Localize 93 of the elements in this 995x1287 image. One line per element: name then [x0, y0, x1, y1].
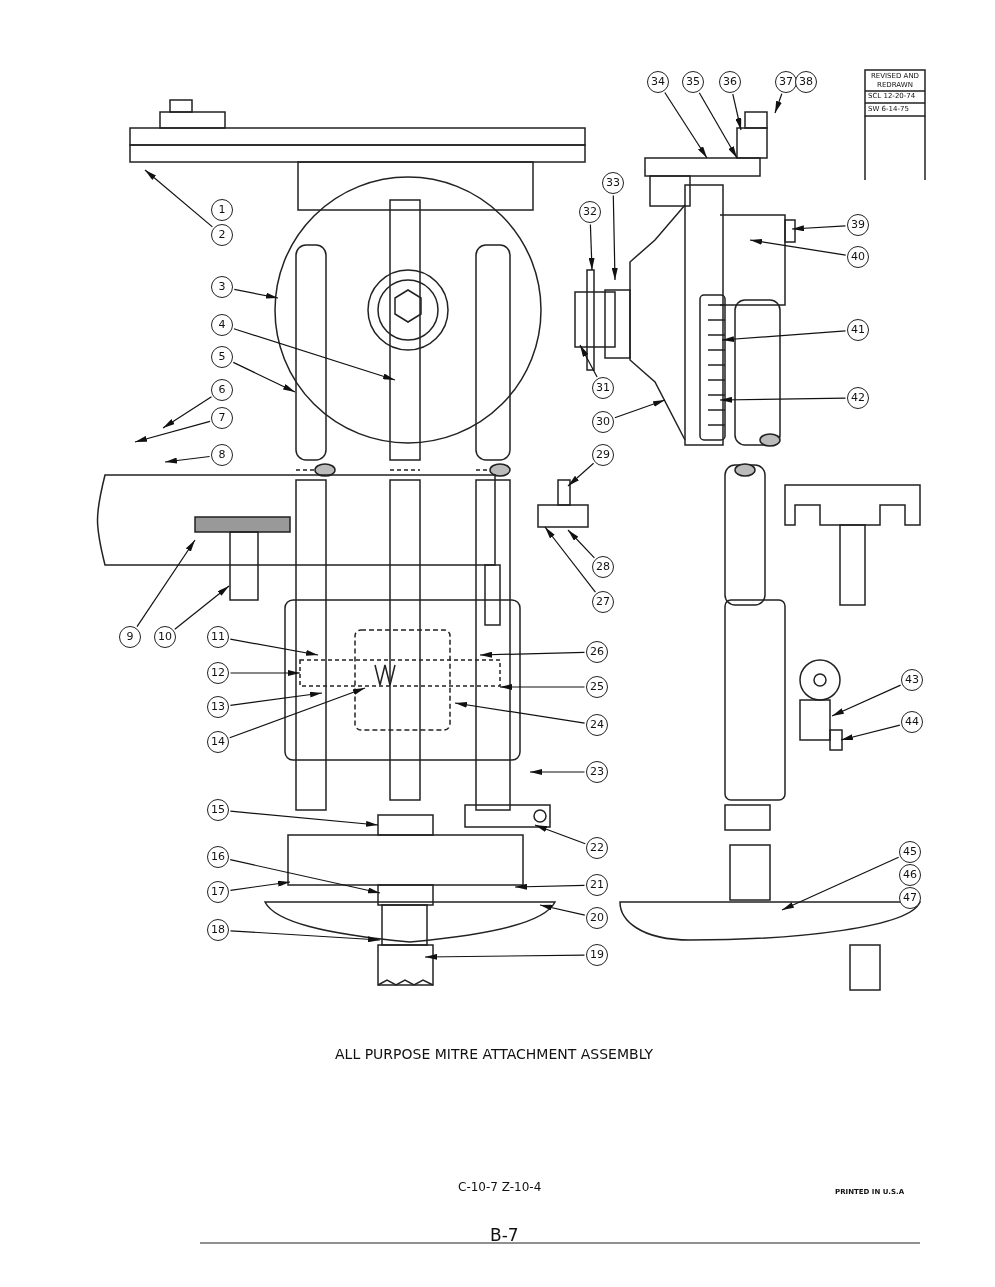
leader-line [544, 526, 596, 593]
callout-number: 11 [207, 626, 229, 648]
leader-line [588, 223, 595, 271]
leader-line [233, 288, 279, 299]
leader-line [229, 670, 301, 676]
callout-number: 15 [207, 799, 229, 821]
leader-line [144, 169, 213, 228]
leader-line [229, 810, 379, 827]
leader-line [229, 859, 381, 894]
callout-number: 37 [775, 71, 797, 93]
callout-number: 30 [592, 411, 614, 433]
callout-number: 22 [586, 837, 608, 859]
callout-number: 24 [586, 714, 608, 736]
leader-line [567, 462, 595, 487]
callout-number: 26 [586, 641, 608, 663]
leader-line [229, 930, 381, 943]
callout-number: 31 [592, 377, 614, 399]
page-number: B-7 [490, 1225, 519, 1245]
callout-number: 12 [207, 662, 229, 684]
callout-number: 20 [586, 907, 608, 929]
leader-line [454, 701, 586, 724]
leader-line [233, 328, 396, 381]
callout-number: 4 [211, 314, 233, 336]
callout-number: 43 [901, 669, 923, 691]
callout-number: 47 [899, 887, 921, 909]
leader-line [229, 880, 291, 891]
callout-number: 45 [899, 841, 921, 863]
callout-number: 36 [719, 71, 741, 93]
leader-line [534, 824, 586, 845]
leader-line [732, 93, 742, 131]
leader-line [774, 93, 783, 114]
leader-line [719, 396, 847, 403]
callout-number: 28 [592, 556, 614, 578]
drawing-caption: ALL PURPOSE MITRE ATTACHMENT ASSEMBLY [335, 1046, 654, 1062]
leader-line [229, 687, 366, 739]
callout-number: 40 [847, 246, 869, 268]
callout-number: 7 [211, 407, 233, 429]
callout-number: 33 [602, 172, 624, 194]
leader-line [174, 585, 230, 630]
leader-line [514, 883, 586, 890]
leader-line [611, 194, 618, 281]
leader-line [840, 724, 901, 741]
leader-line [579, 344, 598, 378]
leader-line [831, 684, 902, 717]
callout-number: 34 [647, 71, 669, 93]
leader-line [499, 684, 586, 690]
callout-number: 2 [211, 224, 233, 246]
callout-number: 14 [207, 731, 229, 753]
callout-number: 5 [211, 346, 233, 368]
leader-line [164, 455, 211, 464]
leader-line [529, 769, 586, 775]
leader-line [781, 856, 900, 911]
callout-number: 17 [207, 881, 229, 903]
leader-line [567, 529, 595, 559]
leader-line [424, 953, 586, 960]
callout-number: 32 [579, 201, 601, 223]
leader-line [479, 651, 586, 658]
callout-number: 19 [586, 944, 608, 966]
leader-line [136, 539, 196, 628]
callout-number: 16 [207, 846, 229, 868]
callout-number: 27 [592, 591, 614, 613]
callout-number: 3 [211, 276, 233, 298]
leader-line [664, 91, 708, 159]
leader-line [229, 638, 319, 656]
callout-number: 6 [211, 379, 233, 401]
callout-number: 35 [682, 71, 704, 93]
leader-line [232, 361, 296, 393]
callout-number: 10 [154, 626, 176, 648]
callout-number: 1 [211, 199, 233, 221]
callout-number: 38 [795, 71, 817, 93]
callout-number: 42 [847, 387, 869, 409]
leader-line [539, 904, 586, 916]
leader-line [162, 396, 213, 429]
callout-number: 44 [901, 711, 923, 733]
callout-number: 39 [847, 214, 869, 236]
callout-number: 21 [586, 874, 608, 896]
callout-number: 13 [207, 696, 229, 718]
leader-line [749, 238, 847, 256]
callout-number: 8 [211, 444, 233, 466]
leader-line [791, 225, 847, 232]
callout-number: 23 [586, 761, 608, 783]
callout-number: 46 [899, 864, 921, 886]
callout-number: 9 [119, 626, 141, 648]
leader-line [614, 399, 666, 419]
drawing-number: C-10-7 Z-10-4 [458, 1180, 542, 1194]
leader-line [698, 92, 738, 159]
leader-line [134, 420, 211, 443]
callout-number: 18 [207, 919, 229, 941]
leader-line [721, 330, 847, 343]
leader-line [229, 691, 323, 706]
callout-number: 25 [586, 676, 608, 698]
callout-number: 29 [592, 444, 614, 466]
callout-number: 41 [847, 319, 869, 341]
